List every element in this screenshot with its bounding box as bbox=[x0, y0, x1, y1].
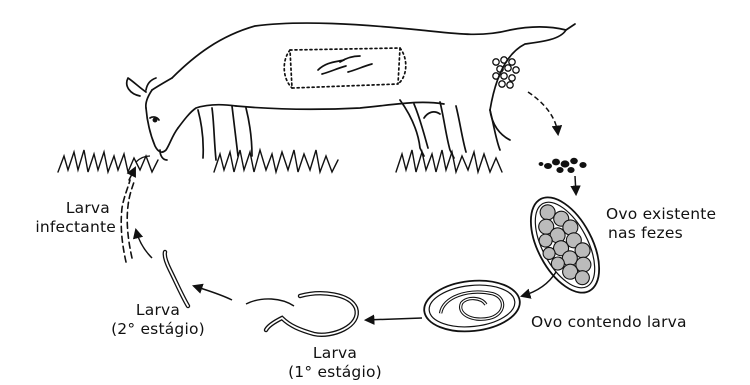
arrow-to-egg bbox=[575, 176, 576, 194]
label-egg-in-feces-line-1: Ovo existente bbox=[606, 205, 716, 224]
label-egg-in-feces: Ovo existente nas fezes bbox=[606, 205, 716, 243]
label-infective-larva-line-1: Larva bbox=[4, 199, 116, 218]
arrow-to-feces bbox=[528, 92, 558, 134]
label-larva-second-stage-line-2: (2° estágio) bbox=[93, 320, 223, 339]
egg-with-larva-icon bbox=[422, 276, 523, 336]
label-larva-first-stage-line-1: Larva bbox=[270, 344, 400, 363]
arrow-to-larva-2 bbox=[194, 286, 232, 300]
label-egg-with-larva: Ovo contendo larva bbox=[531, 313, 687, 332]
egg-in-feces-icon bbox=[517, 186, 614, 303]
arrow-to-larva-1 bbox=[366, 318, 422, 320]
label-larva-first-stage: Larva (1° estágio) bbox=[270, 344, 400, 382]
infective-larva-icon bbox=[121, 168, 135, 262]
label-infective-larva: Larva infectante bbox=[4, 199, 116, 237]
label-larva-second-stage: Larva (2° estágio) bbox=[93, 301, 223, 339]
second-stage-larva-icon bbox=[165, 252, 188, 306]
label-larva-first-stage-line-2: (1° estágio) bbox=[270, 363, 400, 382]
feces-pellets-icon bbox=[539, 158, 587, 173]
first-stage-larva-icon bbox=[246, 293, 357, 334]
label-infective-larva-line-2: infectante bbox=[4, 218, 116, 237]
label-larva-second-stage-line-1: Larva bbox=[93, 301, 223, 320]
label-egg-in-feces-line-2: nas fezes bbox=[606, 224, 716, 243]
goat-illustration bbox=[127, 23, 575, 160]
arrow-to-infective-larva bbox=[136, 230, 152, 258]
grass-tufts bbox=[58, 150, 502, 172]
label-egg-with-larva-text: Ovo contendo larva bbox=[531, 313, 687, 332]
arrow-to-larvated-egg bbox=[522, 272, 556, 296]
